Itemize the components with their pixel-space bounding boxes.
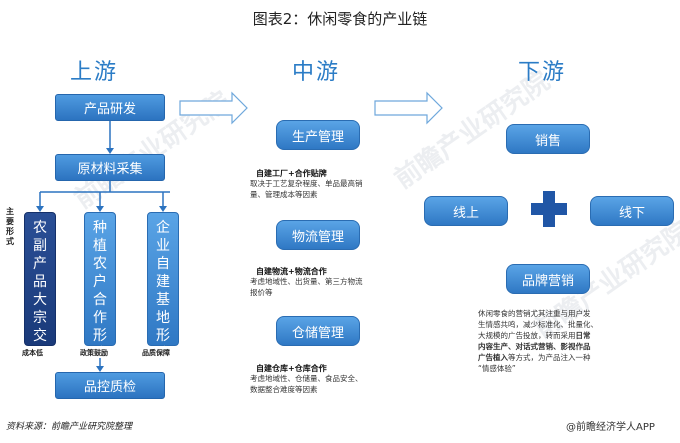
desc-line: 休闲零食的营销尤其注重与用户发 [478, 309, 591, 318]
form-box-bulk-trade: 农副产品大宗交易 [24, 212, 56, 362]
figure-title: 图表2：休闲零食的产业链 [252, 10, 428, 28]
logistics-desc: 考虑地域性、出货量、第三方物流 报价等 [250, 276, 363, 298]
quality-control-box: 品控质检 [55, 372, 165, 399]
production-mgmt-box: 生产管理 [276, 120, 360, 150]
desc-bold: 日常 [575, 331, 591, 340]
desc-text: 等方式，为产品注入一种 [508, 353, 591, 362]
upstream-heading: 上游 [70, 60, 119, 85]
desc-line: 数据整合难度等因素 [250, 385, 318, 394]
desc-bold: 广告植入 [478, 353, 508, 362]
main-forms-label: 主要形式 [6, 207, 14, 246]
form-text: 种植农户合作形式 [93, 220, 107, 362]
form-text: 农副产品大宗交易 [33, 220, 47, 362]
brand-marketing-desc: 休闲零食的营销尤其注重与用户发 生情感共鸣，减少标准化、批量化、 大规模的广告投… [478, 308, 638, 374]
online-box: 线上 [424, 196, 508, 226]
caption-low-cost: 成本低 [22, 349, 43, 357]
production-desc: 取决于工艺复杂程度、单品最高销 量、管理成本等因素 [250, 178, 363, 200]
desc-bold: 内容生产、对话式营销、影视作品 [478, 342, 591, 351]
downstream-heading: 下游 [518, 60, 567, 85]
offline-box: 线下 [590, 196, 674, 226]
brand-mark: @前瞻经济学人APP [566, 422, 655, 433]
desc-line: 量、管理成本等因素 [250, 190, 318, 199]
raw-material-box: 原材料采集 [55, 154, 165, 181]
caption-policy: 政策鼓励 [80, 349, 108, 357]
plus-icon [543, 191, 555, 227]
logistics-subtitle: 自建物流+物流合作 [256, 267, 327, 276]
production-subtitle: 自建工厂+合作贴牌 [256, 169, 327, 178]
warehouse-subtitle: 自建仓库+仓库合作 [256, 364, 327, 373]
source-note: 资料来源：前瞻产业研究院整理 [6, 422, 133, 432]
form-box-farmer-coop: 种植农户合作形式 [84, 212, 116, 362]
brand-marketing-box: 品牌营销 [506, 264, 590, 294]
caption-quality: 品质保障 [142, 349, 170, 357]
desc-line: 考虑地域性、出货量、第三方物流 [250, 277, 363, 286]
form-box-own-base: 企业自建基地形式 [147, 212, 179, 362]
desc-line: 生情感共鸣，减少标准化、批量化、 [478, 320, 598, 329]
desc-line: 报价等 [250, 288, 273, 297]
warehouse-desc: 考虑地域性、仓储量、食品安全、 数据整合难度等因素 [250, 373, 363, 395]
desc-text: 大规模的广告投放，转而采用 [478, 331, 576, 340]
desc-line: 取决于工艺复杂程度、单品最高销 [250, 179, 363, 188]
desc-line: “情感体验” [478, 364, 516, 373]
product-rnd-box: 产品研发 [55, 94, 165, 121]
sales-box: 销售 [506, 124, 590, 154]
desc-line: 考虑地域性、仓储量、食品安全、 [250, 374, 363, 383]
logistics-mgmt-box: 物流管理 [276, 220, 360, 250]
midstream-heading: 中游 [292, 60, 341, 85]
form-text: 企业自建基地形式 [156, 220, 170, 362]
warehouse-mgmt-box: 仓储管理 [276, 316, 360, 346]
